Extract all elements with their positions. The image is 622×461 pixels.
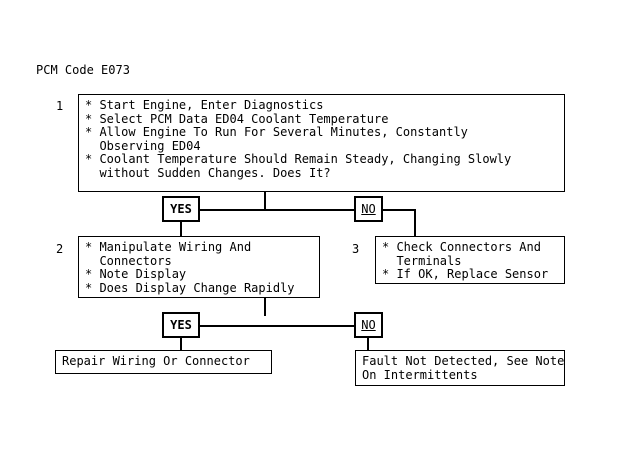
step-3-box: * Check Connectors And Terminals * If OK… (375, 236, 565, 284)
step-2-text: * Manipulate Wiring And Connectors * Not… (85, 240, 295, 295)
connector-row1-bus (180, 209, 380, 211)
step-2-number: 2 (56, 242, 64, 256)
page-title: PCM Code E073 (36, 63, 130, 77)
decision-row2-no-label: NO (361, 318, 376, 332)
decision-row1-yes-label: YES (170, 202, 192, 216)
decision-row2-yes-label: YES (170, 318, 192, 332)
decision-row1-yes[interactable]: YES (162, 196, 200, 222)
decision-row2-no[interactable]: NO (354, 312, 383, 338)
connector-row1-no-down (414, 209, 416, 237)
step-1-text: * Start Engine, Enter Diagnostics * Sele… (85, 98, 512, 180)
step-1-number: 1 (56, 99, 64, 113)
connector-row2-bus (180, 325, 380, 327)
decision-row2-yes[interactable]: YES (162, 312, 200, 338)
decision-row1-no[interactable]: NO (354, 196, 383, 222)
decision-row1-no-label: NO (361, 202, 376, 216)
outcome-repair-box: Repair Wiring Or Connector (55, 350, 272, 374)
connector-row1-yes-down (180, 221, 182, 237)
step-2-box: * Manipulate Wiring And Connectors * Not… (78, 236, 320, 298)
outcome-not-detected-text: Fault Not Detected, See Note On Intermit… (362, 354, 565, 382)
connector-row2-no-down (367, 337, 369, 351)
outcome-not-detected-box: Fault Not Detected, See Note On Intermit… (355, 350, 565, 386)
connector-step1-down (264, 192, 266, 210)
step-3-number: 3 (352, 242, 360, 256)
outcome-repair-text: Repair Wiring Or Connector (62, 354, 250, 368)
connector-step2-down (264, 298, 266, 316)
connector-row2-yes-down (180, 337, 182, 351)
step-3-text: * Check Connectors And Terminals * If OK… (382, 240, 549, 282)
connector-row1-no-right (382, 209, 416, 211)
step-1-box: * Start Engine, Enter Diagnostics * Sele… (78, 94, 565, 192)
